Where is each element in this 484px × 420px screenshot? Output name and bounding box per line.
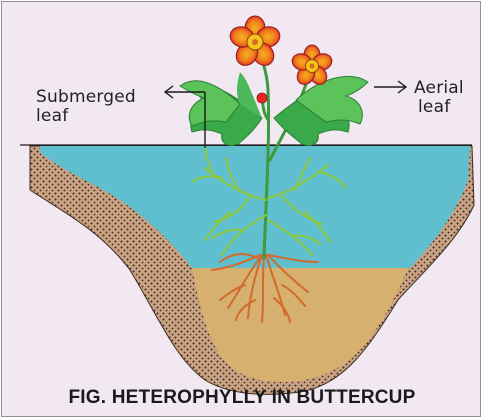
- figure-caption: FIG. HETEROPHYLLY IN BUTTERCUP: [0, 387, 484, 409]
- aerial-leaf-pointer: [374, 81, 406, 93]
- aerial-leaf-label-line2: leaf: [414, 98, 464, 117]
- submerged-leaf-label-line2: leaf: [36, 107, 136, 126]
- submerged-leaf-label: Submerged leaf: [36, 88, 136, 126]
- flower-bud: [257, 93, 267, 103]
- submerged-leaf-label-line1: Submerged: [36, 88, 136, 107]
- aerial-leaf-label-line1: Aerial: [414, 79, 464, 98]
- aerial-leaf-label: Aerial leaf: [414, 79, 464, 117]
- aerial-leaves: [180, 72, 368, 145]
- flower-large: [227, 16, 282, 70]
